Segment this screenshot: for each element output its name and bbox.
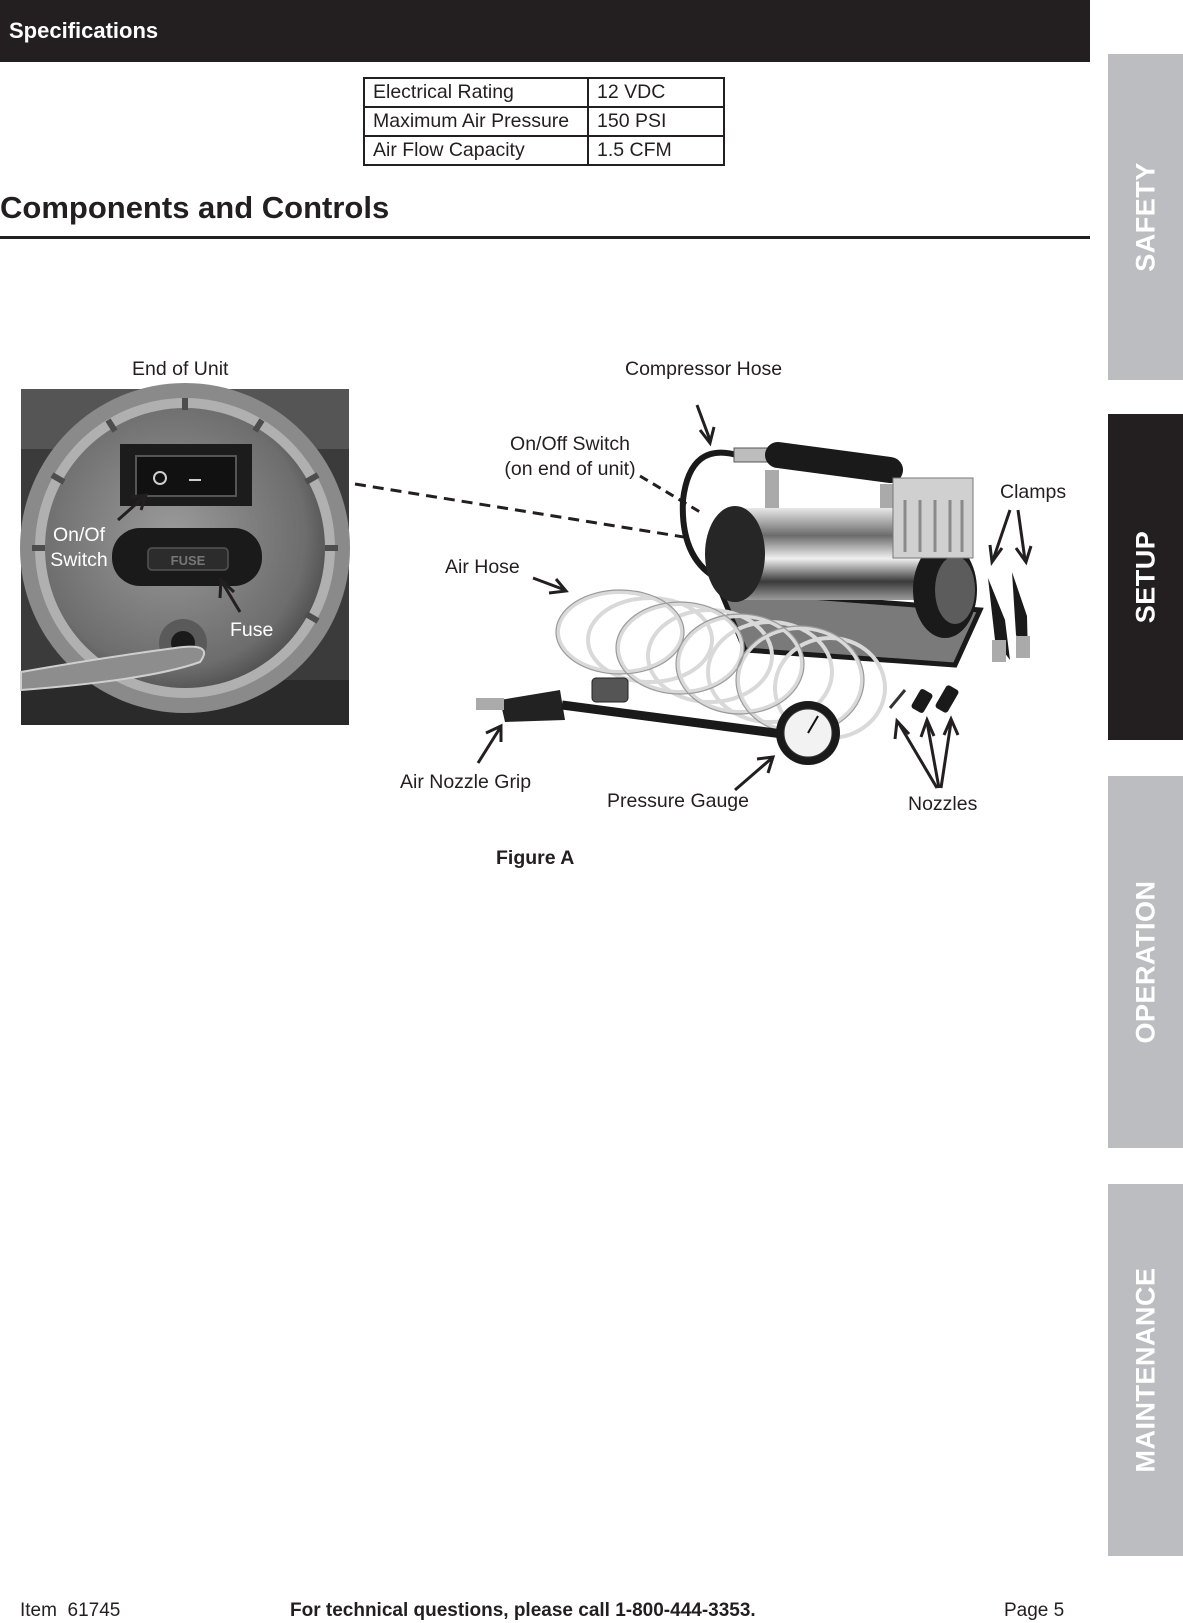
spec-value: 150 PSI — [587, 106, 725, 137]
switch-leader-dashed — [639, 474, 701, 514]
clamps-label: Clamps — [1000, 481, 1067, 503]
tab-setup[interactable]: SETUP — [1108, 414, 1183, 740]
footer-item-number: Item 61745 — [20, 1600, 121, 1621]
callout-arrows — [117, 404, 1033, 792]
on-of-switch-label-line2: Switch — [50, 549, 108, 571]
spec-label: Electrical Rating — [363, 77, 589, 108]
tab-operation-label: OPERATION — [1130, 880, 1160, 1044]
section-divider — [0, 236, 1090, 239]
connector-dashed-line — [354, 482, 691, 540]
on-off-switch-label-line1: On/Off Switch — [510, 433, 630, 455]
footer-technical-contact: For technical questions, please call 1-8… — [290, 1600, 756, 1621]
tab-safety[interactable]: SAFETY — [1108, 54, 1183, 380]
fuse-marking: FUSE — [171, 553, 206, 568]
tab-setup-label: SETUP — [1130, 530, 1160, 624]
pressure-gauge-label: Pressure Gauge — [607, 790, 749, 812]
specifications-table: Electrical Rating 12 VDC Maximum Air Pre… — [363, 77, 725, 166]
compressor-hose-label: Compressor Hose — [625, 358, 783, 380]
footer-page-number: Page 5 — [1004, 1600, 1065, 1621]
fuse-label: Fuse — [230, 619, 274, 641]
air-hose-label: Air Hose — [445, 556, 520, 578]
table-row: Electrical Rating 12 VDC — [363, 77, 725, 108]
table-row: Air Flow Capacity 1.5 CFM — [363, 135, 725, 166]
spec-label: Maximum Air Pressure — [363, 106, 589, 137]
section-title: Components and Controls — [0, 190, 390, 225]
spec-value: 12 VDC — [587, 77, 725, 108]
air-nozzle-grip-label: Air Nozzle Grip — [400, 771, 532, 793]
specifications-header: Specifications — [0, 0, 1090, 62]
tab-maintenance-label: MAINTENANCE — [1130, 1267, 1160, 1473]
nozzles-label: Nozzles — [908, 793, 978, 815]
specifications-title: Specifications — [9, 18, 159, 43]
end-of-unit-label: End of Unit — [132, 358, 229, 380]
on-of-switch-label: On/Of Switch — [45, 523, 113, 573]
table-row: Maximum Air Pressure 150 PSI — [363, 106, 725, 137]
spec-value: 1.5 CFM — [587, 135, 725, 166]
spec-label: Air Flow Capacity — [363, 135, 589, 166]
on-of-switch-label-line1: On/Of — [52, 524, 106, 546]
figure-caption: Figure A — [496, 847, 575, 869]
compressor-photo — [476, 442, 1030, 765]
tab-safety-label: SAFETY — [1130, 162, 1160, 272]
tab-operation[interactable]: OPERATION — [1108, 776, 1183, 1148]
tab-maintenance[interactable]: MAINTENANCE — [1108, 1184, 1183, 1556]
on-off-switch-label-line2: (on end of unit) — [504, 458, 636, 480]
on-off-switch-label: On/Off Switch (on end of unit) — [495, 432, 645, 482]
figure-a-illustration: FUSE — [20, 383, 1033, 792]
